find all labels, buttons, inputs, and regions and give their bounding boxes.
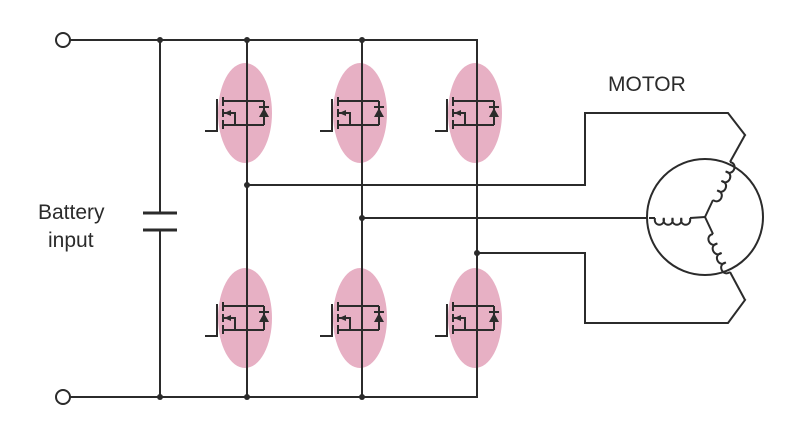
battery-label-line2: input [48,229,94,252]
phase-wires [246,112,747,324]
input-terminals [55,32,71,405]
negative-terminal [55,389,71,405]
winding-upper [712,161,736,203]
highlight-q4 [218,268,272,368]
mosfet-q6 [435,302,499,337]
highlight-q3 [448,63,502,163]
mosfet-q5 [320,302,384,337]
motor-label: MOTOR [608,73,686,96]
mosfet-q2 [320,97,384,132]
motor [646,134,764,301]
highlight-q2 [333,63,387,163]
capacitor [143,39,177,398]
mosfet-q1 [205,97,269,132]
phase-c-wire [476,252,747,324]
transistor-highlights [218,63,502,368]
winding-left [653,217,692,226]
mosfet-q3 [435,97,499,132]
highlight-q1 [218,63,272,163]
winding-lower [707,233,731,275]
phase-a-wire [246,112,747,186]
positive-terminal [55,32,71,48]
transistor-group [205,97,499,337]
supply-rails [69,39,477,398]
mosfet-q4 [205,302,269,337]
junctions [157,37,480,400]
battery-label-line1: Battery [38,201,105,224]
highlight-q6 [448,268,502,368]
motor-windings [649,134,746,301]
highlight-q5 [333,268,387,368]
